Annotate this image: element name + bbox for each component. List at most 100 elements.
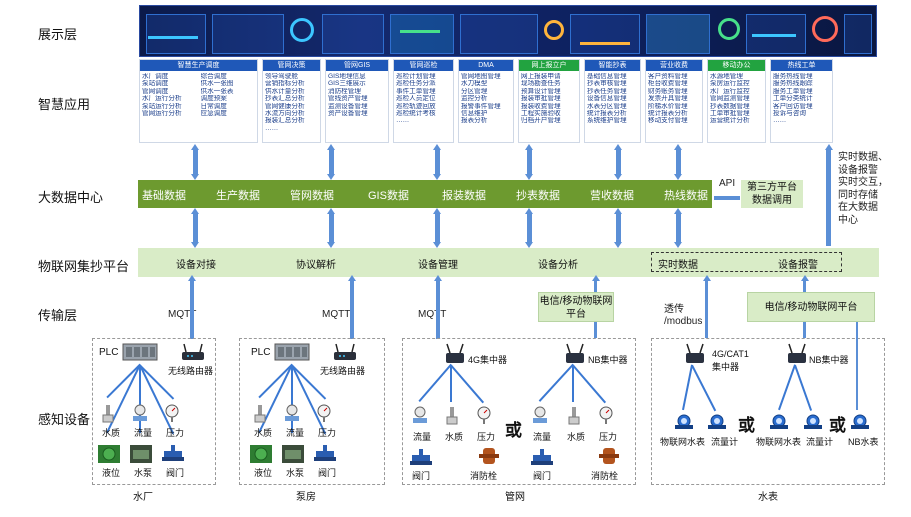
layer-smart-app-label: 智慧应用 bbox=[38, 97, 91, 112]
plc-label: PLC bbox=[251, 347, 271, 358]
nb-concentrator-icon bbox=[784, 343, 810, 365]
app-function-item: 泵站调度 bbox=[142, 80, 169, 88]
app-function-item: 巡检统计考核 bbox=[396, 110, 436, 118]
app-function-item: 抄表数据管理 bbox=[710, 102, 750, 110]
app-function-item: 工单审批管理 bbox=[710, 110, 750, 118]
app-module-0: 智慧生产调度水厂调度泵站调度管网调度水厂运行分析泵站运行分析管网运行分析综合调度… bbox=[139, 59, 258, 143]
flow-arrow bbox=[615, 214, 621, 242]
pipe-sensor-label: 压力 bbox=[599, 432, 618, 442]
realtime-alarm-dashed-box bbox=[651, 252, 842, 272]
app-function-item: 泵房运行监控 bbox=[710, 80, 750, 88]
bigdata-item: 生产数据 bbox=[216, 190, 260, 202]
level-device-icon bbox=[250, 445, 272, 463]
meter-label: NB水表 bbox=[848, 437, 879, 447]
wireless-router-icon bbox=[180, 342, 206, 362]
pipe-device-label: 阀门 bbox=[533, 471, 552, 481]
mqtt-label: MQTT bbox=[322, 309, 351, 320]
app-module-6: 智能抄表基础信息管理抄表审核管理抄表任务管理设备信息管理水表分区管理统计报表分析… bbox=[584, 59, 641, 143]
iot-item: 设备报警 bbox=[778, 260, 818, 271]
iot-item: 实时数据 bbox=[658, 260, 698, 271]
app-function-item: 设备信息管理 bbox=[587, 95, 627, 103]
app-function-item: 应急调度 bbox=[200, 110, 227, 118]
pipe-network-group bbox=[402, 338, 636, 485]
app-function-item: 监测设备管理 bbox=[328, 102, 368, 110]
app-module-list: 基础信息管理抄表审核管理抄表任务管理设备信息管理水表分区管理统计报表分析系统维护… bbox=[585, 71, 640, 127]
sensor-label: 水质 bbox=[254, 428, 273, 438]
passthrough-line: 透传 bbox=[664, 304, 684, 315]
flow-meter-icon bbox=[132, 403, 150, 423]
app-module-list: 水厂调度泵站调度管网调度水厂运行分析泵站运行分析管网运行分析 bbox=[140, 71, 199, 119]
app-module-title: 网上报立户 bbox=[519, 60, 579, 71]
app-module-title: 移动办公 bbox=[708, 60, 765, 71]
app-module-title: 智慧生产调度 bbox=[140, 60, 257, 71]
or-label: 或 bbox=[829, 416, 846, 435]
water-pump-icon bbox=[130, 445, 152, 463]
app-function-item: 领导驾驶舱 bbox=[265, 73, 298, 80]
layer-transport-label: 传输层 bbox=[38, 308, 78, 323]
telecom-platform-box-2: 电信/移动物联网平台 bbox=[747, 292, 875, 322]
app-function-item: 现场勘查任务 bbox=[521, 80, 561, 88]
sensor-label: 流量 bbox=[134, 428, 153, 438]
app-function-item: 日常调度 bbox=[200, 102, 227, 110]
or-label: 或 bbox=[505, 421, 522, 440]
app-module-list: 巡检计划管理巡检任务分派事件工单管理巡检人员定位巡检轨迹回放巡检统计考核…… bbox=[394, 71, 453, 127]
app-function-item: 调度预案 bbox=[200, 95, 227, 103]
app-function-item: 统计报表分析 bbox=[648, 110, 688, 118]
pipe-device-label: 阀门 bbox=[412, 471, 431, 481]
pipe-sensor-label: 水质 bbox=[567, 432, 586, 442]
app-function-item: 客户回访管理 bbox=[773, 102, 813, 110]
app-function-item: …… bbox=[265, 124, 279, 132]
hub-4g-label: 4G集中器 bbox=[468, 355, 508, 365]
passthrough-label: 透传 /modbus bbox=[664, 304, 702, 328]
sensor-label: 压力 bbox=[166, 428, 185, 438]
app-function-item: 供水计量分析 bbox=[265, 87, 305, 95]
flow-arrow bbox=[434, 150, 440, 174]
app-function-item: 投诉与咨询 bbox=[773, 110, 806, 118]
flow-arrow bbox=[192, 150, 198, 174]
app-function-item: 巡检轨迹回放 bbox=[396, 102, 436, 110]
plc-label: PLC bbox=[99, 347, 119, 358]
device-label: 水泵 bbox=[286, 468, 305, 478]
app-module-7: 营业收费客户资料管理柜台收费管理财务账务管理发票开具管理阶梯水价管理统计报表分析… bbox=[645, 59, 703, 143]
hydrant-icon bbox=[598, 446, 620, 466]
app-function-item: 抄表汇总分析 bbox=[265, 95, 305, 103]
app-function-item: 消防栓管理 bbox=[328, 87, 361, 95]
note-line: 在大数据 bbox=[838, 202, 878, 213]
pressure-gauge-icon bbox=[164, 403, 182, 423]
wireless-router-icon bbox=[332, 342, 358, 362]
flow-arrow bbox=[328, 214, 334, 242]
nb-concentrator-icon bbox=[562, 343, 588, 365]
flow-arrow bbox=[328, 150, 334, 174]
sensor-label: 流量 bbox=[286, 428, 305, 438]
note-line: 设备报警 bbox=[838, 164, 878, 176]
app-module-9: 热线工单服务热线管理服务热线跟踪服务工单管理工单分类统计客户回访管理投诉与咨询…… bbox=[770, 59, 833, 143]
hub-nb-label: NB集中器 bbox=[809, 355, 849, 365]
or-label: 或 bbox=[738, 416, 755, 435]
app-function-item: 管网运行分析 bbox=[142, 110, 182, 118]
pump-room-label: 泵房 bbox=[296, 492, 316, 503]
app-function-item: 报警事件管理 bbox=[461, 102, 501, 110]
app-module-title: 管网决策 bbox=[263, 60, 320, 71]
app-function-item: 报表分析 bbox=[461, 117, 488, 125]
app-function-item: 客户资料管理 bbox=[648, 73, 688, 80]
app-module-title: DMA bbox=[459, 60, 513, 71]
app-module-list: 服务热线管理服务热线跟踪服务工单管理工单分类统计客户回访管理投诉与咨询…… bbox=[771, 71, 832, 127]
hub-nb-label: NB集中器 bbox=[588, 355, 628, 365]
app-function-item: 供水一张表 bbox=[200, 87, 234, 95]
app-module-title: 管网GIS bbox=[326, 60, 388, 71]
layer-bigdata-label: 大数据中心 bbox=[38, 190, 104, 205]
pipe-device-label: 消防栓 bbox=[470, 471, 498, 481]
bigdata-item: 管网数据 bbox=[290, 190, 334, 202]
app-module-list: 水源地管理泵房运行监控水厂运行监控管网监测管理抄表数据管理工单审批管理运营统计分… bbox=[708, 71, 765, 127]
app-function-item: 营销指标分析 bbox=[265, 80, 305, 88]
meter-label: 流量计 bbox=[806, 437, 834, 447]
pipe-sensor-icon bbox=[532, 405, 550, 425]
app-function-item: 水厂运行监控 bbox=[710, 87, 750, 95]
app-function-item: 事件工单管理 bbox=[396, 87, 436, 95]
quality-sensor-icon bbox=[252, 403, 270, 423]
pipe-sensor-icon bbox=[598, 405, 616, 425]
app-function-item: 泵站运行分析 bbox=[142, 102, 182, 110]
plc-icon bbox=[122, 341, 158, 363]
app-function-item: 管网地图管理 bbox=[461, 73, 501, 80]
note-line: 同时存储 bbox=[838, 189, 878, 201]
